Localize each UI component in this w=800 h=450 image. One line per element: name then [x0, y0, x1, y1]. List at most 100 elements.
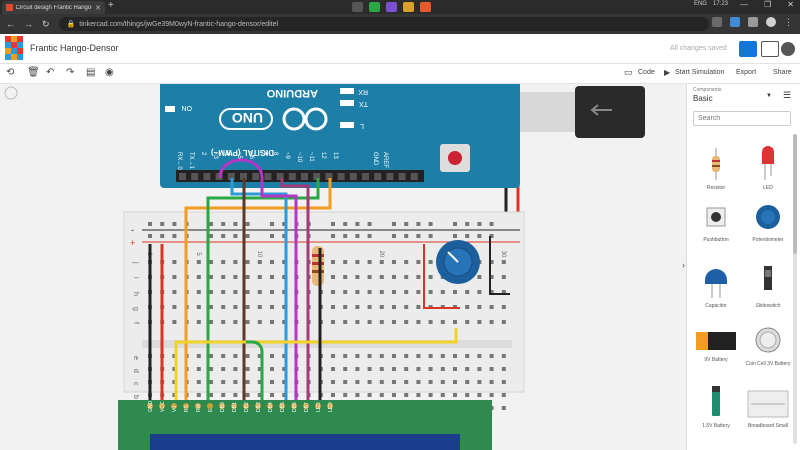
new-tab-button[interactable]: +: [108, 0, 114, 11]
bb-rail-hole: [428, 222, 433, 226]
bb-hole: [257, 305, 262, 309]
tray-lang[interactable]: ENG: [693, 1, 707, 7]
tray-time[interactable]: 17:23: [712, 1, 728, 7]
bb-rail-hole: [416, 222, 421, 226]
bb-hole: [477, 320, 482, 324]
pin-label: RX←0: [176, 152, 182, 170]
circuit-view-button[interactable]: [739, 41, 757, 57]
bb-hole: [233, 367, 238, 371]
profile-avatar[interactable]: [766, 17, 776, 27]
schematic-view-button[interactable]: [761, 41, 779, 57]
folder-icon[interactable]: [403, 2, 414, 12]
redo-icon[interactable]: ↷: [66, 67, 75, 78]
undo-icon[interactable]: ↶: [46, 67, 55, 78]
notes-icon[interactable]: ▤: [86, 67, 96, 78]
url-text: tinkercad.com/things/jwGe39M0wyN-frantic…: [79, 20, 279, 28]
component-1-5v-battery[interactable]: 1.5V Battery: [691, 384, 741, 429]
bb-rail-hole: [245, 222, 250, 226]
maximize-icon[interactable]: ❐: [764, 0, 772, 9]
design-title[interactable]: Frantic Hango-Densor: [30, 43, 119, 53]
wire-purple: [218, 158, 298, 400]
bb-hole: [196, 320, 201, 324]
browser-tab[interactable]: Circuit design Frantic Hango-De ✕: [2, 1, 105, 14]
breadboard[interactable]: [123, 211, 525, 393]
vs-icon[interactable]: [386, 2, 397, 12]
component-breadboard-small[interactable]: Breadboard Small: [743, 390, 793, 429]
eye-icon[interactable]: ◉: [105, 67, 114, 78]
bb-hole: [404, 260, 409, 264]
pin-label: 4: [224, 152, 230, 156]
bb-hole: [489, 290, 494, 294]
url-field[interactable]: 🔒 tinkercad.com/things/jwGe39M0wyN-frant…: [58, 17, 709, 31]
component-pushbutton[interactable]: Pushbutton: [691, 206, 741, 243]
component-label: Slideswitch: [755, 303, 781, 309]
share-button[interactable]: Share: [773, 69, 792, 76]
bb-hole: [209, 260, 213, 264]
bb-hole: [209, 380, 213, 384]
minimize-icon[interactable]: —: [740, 0, 749, 9]
panel-scrollbar[interactable]: [793, 134, 797, 444]
bb-hole: [440, 320, 445, 324]
led-icon: [762, 146, 774, 180]
bb-hole: [331, 275, 335, 279]
bb-hole: [416, 393, 421, 397]
bb-hole: [453, 393, 457, 397]
bb-rail-hole: [209, 234, 213, 238]
pin-label: ~10: [296, 152, 302, 163]
panel-scrollbar-thumb[interactable]: [793, 134, 797, 254]
bb-hole: [221, 393, 226, 397]
pin-label: 12: [320, 152, 326, 159]
header-pin: [276, 173, 284, 180]
component-capacitor[interactable]: Capacitor: [691, 262, 741, 309]
fit-view-icon[interactable]: [4, 86, 18, 100]
component-coin-cell[interactable]: Coin Cell 3V Battery: [743, 324, 793, 367]
start-simulation-button[interactable]: Start Simulation: [675, 69, 725, 76]
taskbar-app-icon[interactable]: [420, 2, 431, 12]
extension-icon[interactable]: [730, 17, 740, 27]
delete-icon[interactable]: 🗑: [27, 67, 40, 78]
bb-hole: [209, 393, 213, 397]
code-button[interactable]: Code: [638, 69, 655, 76]
export-button[interactable]: Export: [736, 69, 757, 76]
list-view-icon[interactable]: ☰: [783, 90, 792, 100]
component-category-select[interactable]: Basic: [693, 94, 713, 103]
bb-center-channel: [142, 340, 512, 348]
bb-hole: [196, 305, 201, 309]
resistor[interactable]: [312, 246, 324, 286]
close-tab-icon[interactable]: ✕: [95, 4, 101, 12]
chrome-icon[interactable]: [369, 2, 380, 12]
components-panel: Components Basic ▼ ☰ Resistor LED Pushbu…: [686, 84, 800, 450]
component-slideswitch[interactable]: Slideswitch: [743, 264, 793, 309]
collapse-panel-icon[interactable]: ›: [682, 260, 685, 270]
lcd-pin-label: DB5: [280, 402, 286, 412]
pin-label: 13: [332, 152, 338, 159]
chevron-down-icon[interactable]: ▼: [766, 93, 772, 99]
component-9v-battery[interactable]: 9V Battery: [691, 330, 741, 363]
play-icon[interactable]: ▶: [664, 68, 671, 77]
component-potentiometer[interactable]: Potentiometer: [743, 204, 793, 243]
menu-dots-icon[interactable]: ⋮: [784, 17, 793, 27]
forward-icon[interactable]: →: [24, 19, 33, 29]
component-led[interactable]: LED: [743, 144, 793, 191]
rotate-icon[interactable]: ⟲: [6, 67, 15, 78]
slideswitch-icon: [764, 266, 772, 290]
lcd-pin: [327, 403, 333, 409]
close-window-icon[interactable]: ✕: [787, 0, 794, 9]
code-icon[interactable]: ▭: [624, 67, 633, 77]
circuit-canvas[interactable]: ON RX TX L ARDUINO UNO DIGITAL (PWM~) AR…: [0, 84, 686, 450]
wire-green: [206, 178, 320, 400]
extension-icon[interactable]: [712, 17, 722, 27]
back-icon[interactable]: ←: [6, 19, 15, 29]
reload-icon[interactable]: ↻: [42, 18, 50, 29]
bb-rail-hole: [489, 222, 494, 226]
reset-button-cap[interactable]: [448, 151, 462, 165]
bb-row-label: b: [132, 395, 139, 399]
taskbar-app-icon[interactable]: [352, 2, 363, 12]
component-search-input[interactable]: [693, 111, 791, 126]
bb-hole: [489, 275, 494, 279]
extension-icon[interactable]: [748, 17, 758, 27]
tinkercad-logo[interactable]: [5, 36, 23, 61]
bb-hole: [343, 260, 348, 264]
user-avatar[interactable]: [781, 42, 795, 56]
component-resistor[interactable]: Resistor: [691, 148, 741, 191]
